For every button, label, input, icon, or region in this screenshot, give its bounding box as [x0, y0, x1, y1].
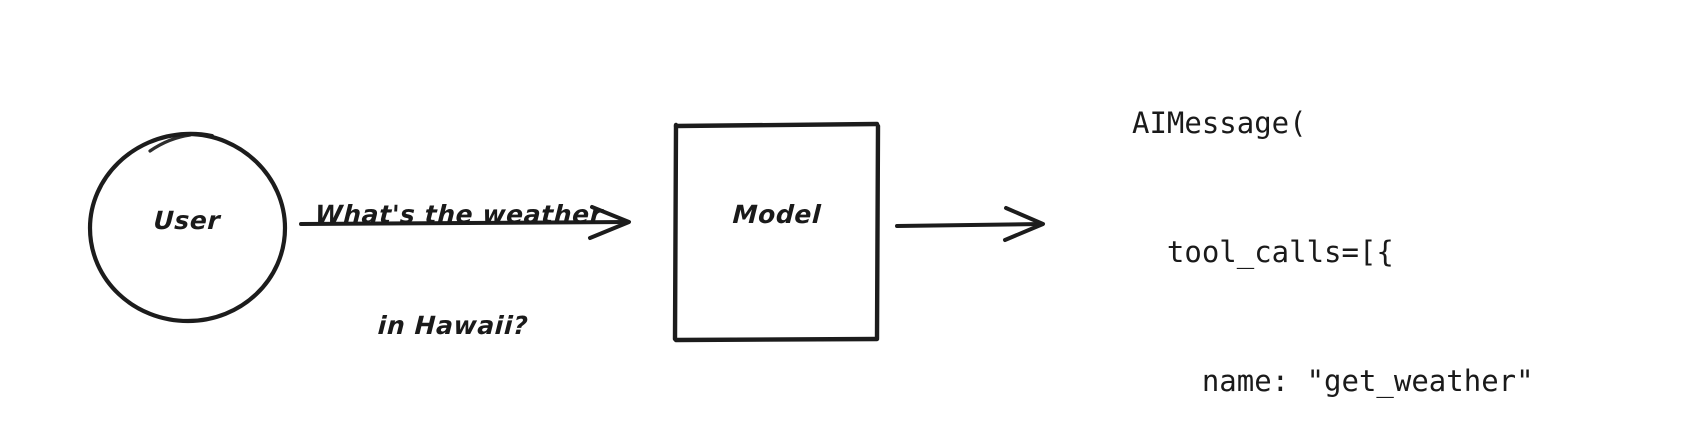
- code-line: AIMessage(: [1132, 106, 1307, 140]
- model-node-box: [672, 121, 881, 343]
- code-line: tool_calls=[{: [1132, 235, 1394, 269]
- model-node-label: Model: [731, 200, 822, 229]
- arrow-user-to-model: [299, 205, 631, 240]
- ai-message-code-block: AIMessage( tool_calls=[{ name: "get_weat…: [1132, 16, 1569, 432]
- code-line: name: "get_weather": [1132, 364, 1534, 398]
- edge-label-line-1: What's the weather: [314, 200, 604, 229]
- edge-label-line-2: in Hawaii?: [377, 311, 530, 340]
- edge-label-user-to-model: What's the weather in Hawaii?: [280, 122, 632, 418]
- user-node-label: User: [152, 206, 222, 235]
- user-node-circle: [87, 131, 288, 324]
- arrow-model-to-output: [895, 206, 1045, 242]
